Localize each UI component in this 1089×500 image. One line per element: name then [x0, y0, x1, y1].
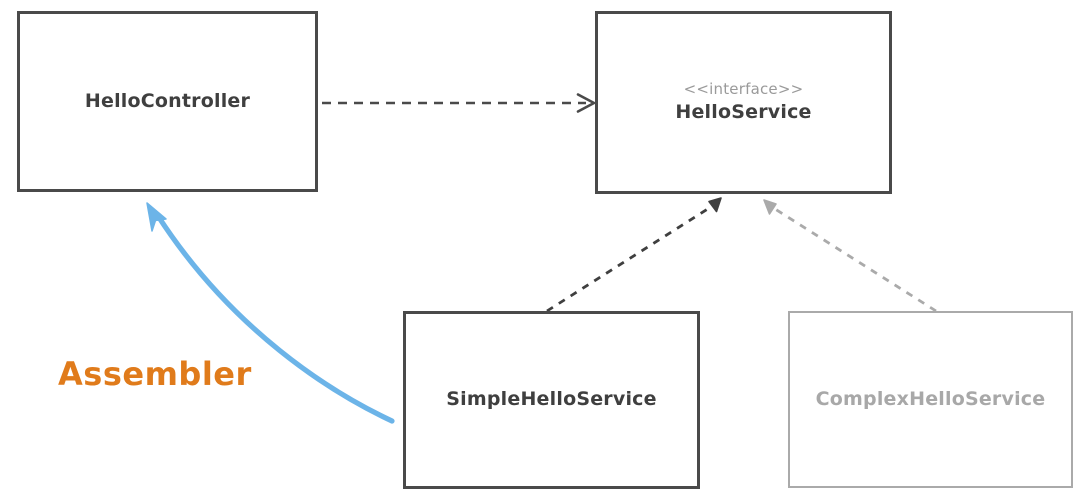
realization-arrowhead-icon-complex	[763, 199, 777, 215]
class-name-hello-controller: HelloController	[84, 89, 251, 112]
realization-line-complex	[771, 205, 937, 313]
annotation-assembler-label: Assembler	[58, 355, 252, 393]
stereotype-interface-label: <<interface>>	[683, 79, 804, 98]
class-box-hello-service[interactable]: <<interface>> HelloService	[595, 11, 892, 194]
class-box-complex-hello-service[interactable]: ComplexHelloService	[788, 311, 1073, 488]
edge-dependency-controller-to-service	[322, 93, 596, 113]
realization-arrowhead-icon-simple	[708, 197, 722, 213]
class-name-complex-hello-service: ComplexHelloService	[815, 387, 1046, 410]
class-name-hello-service: HelloService	[675, 101, 812, 124]
dependency-arrowhead-icon	[576, 93, 596, 113]
class-name-simple-hello-service: SimpleHelloService	[446, 388, 657, 411]
edge-realization-simple-to-service	[546, 197, 722, 313]
class-box-hello-controller[interactable]: HelloController	[17, 11, 318, 192]
edge-realization-complex-to-service	[763, 199, 937, 313]
class-box-simple-hello-service[interactable]: SimpleHelloService	[403, 311, 700, 489]
realization-line-simple	[546, 203, 715, 313]
assembler-arrowhead-icon	[146, 202, 167, 232]
